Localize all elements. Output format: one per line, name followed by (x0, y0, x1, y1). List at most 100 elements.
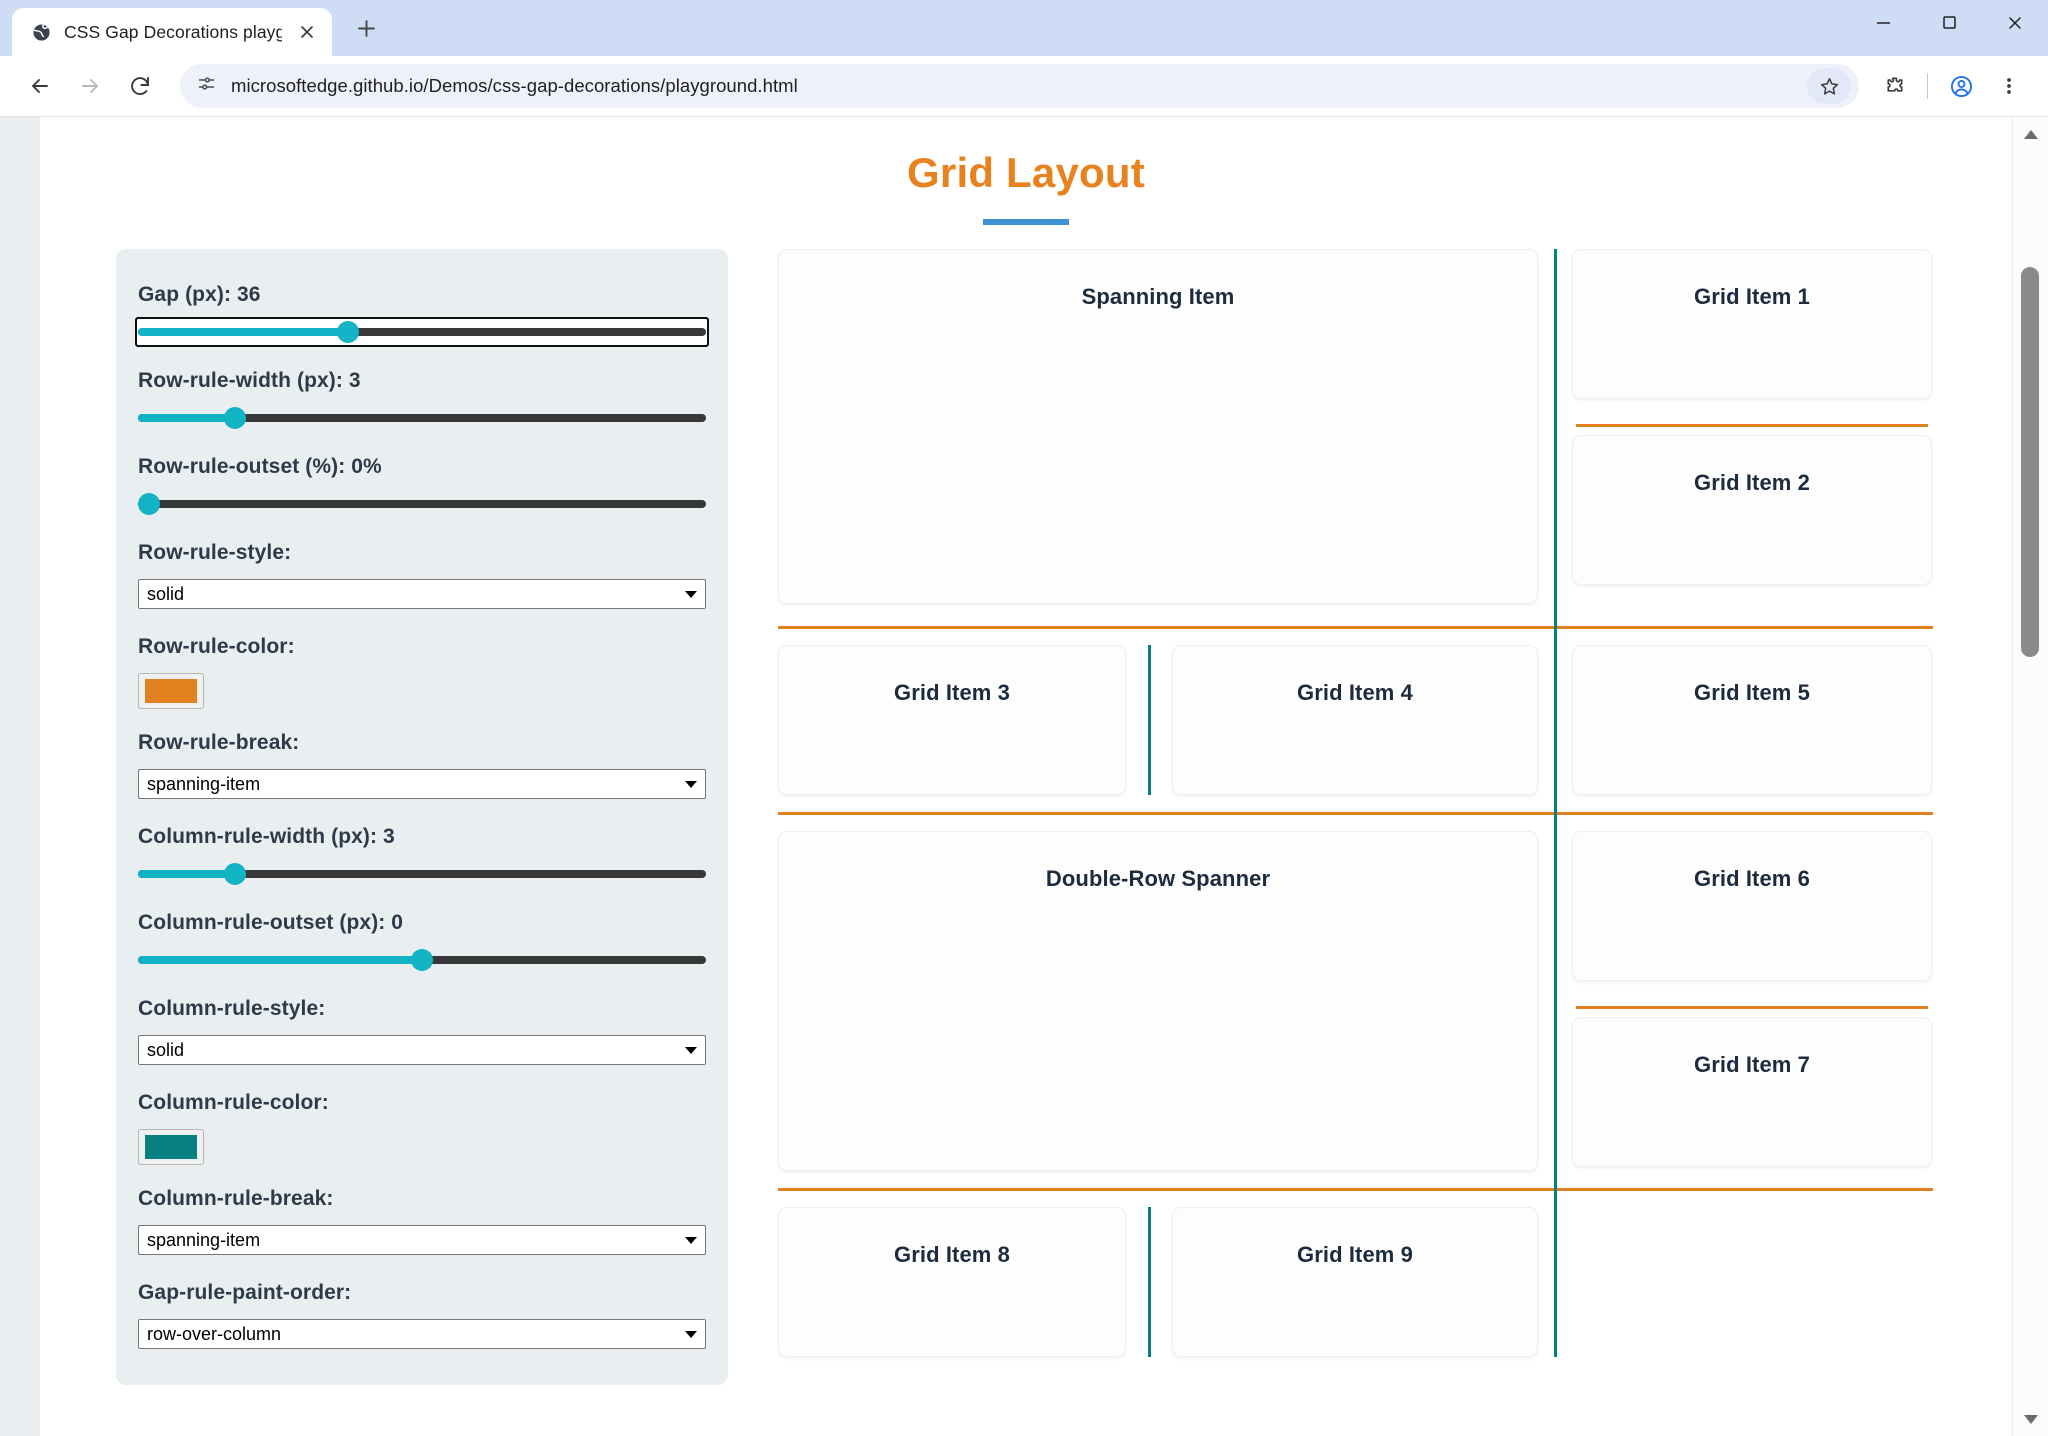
column-rule (1554, 609, 1557, 831)
grid-card-label: Grid Item 3 (893, 680, 1011, 705)
control-label: Gap (px): 36 (138, 283, 261, 306)
row-rule (1576, 424, 1928, 427)
row-rule-break-select[interactable]: spanning-item (138, 769, 706, 799)
page-left-margin (0, 117, 40, 1436)
new-tab-button[interactable] (346, 11, 386, 51)
control-label: Gap-rule-paint-order: (138, 1281, 352, 1304)
control-label: Row-rule-break: (138, 731, 300, 754)
grid-card-item9[interactable]: Grid Item 9 (1172, 1207, 1538, 1357)
column-gap-4 (1538, 831, 1572, 1171)
grid-card-label: Grid Item 1 (1693, 284, 1811, 309)
control-label: Column-rule-width (px): 3 (138, 825, 395, 848)
row-rule-color-picker[interactable] (138, 673, 204, 709)
forward-arrow-icon[interactable] (66, 62, 114, 110)
grid-card-item6[interactable]: Grid Item 6 (1572, 831, 1932, 981)
demo-row-1-right: Grid Item 1 Grid Item 2 (1572, 249, 1932, 609)
more-menu-icon[interactable] (1986, 63, 2032, 109)
browser-tab[interactable]: CSS Gap Decorations playground (12, 8, 332, 56)
grid-card-item4[interactable]: Grid Item 4 (1172, 645, 1538, 795)
select-value: spanning-item (147, 773, 261, 794)
slider-thumb[interactable] (411, 949, 433, 971)
grid-card-item8[interactable]: Grid Item 8 (778, 1207, 1126, 1357)
grid-card-label: Grid Item 8 (893, 1242, 1011, 1267)
column-rule (1554, 794, 1557, 832)
grid-card-spanning-item[interactable]: Spanning Item (778, 249, 1538, 604)
title-underline (983, 219, 1069, 225)
demo-row-3-left: Double-Row Spanner (778, 831, 1538, 1171)
control-row-rule-color: Row-rule-color: (138, 635, 706, 709)
control-column-rule-color: Column-rule-color: (138, 1091, 706, 1165)
close-icon[interactable] (294, 19, 320, 45)
chevron-down-icon (685, 1236, 697, 1244)
grid-card-item5[interactable]: Grid Item 5 (1572, 645, 1932, 795)
column-rule (1148, 645, 1151, 795)
control-column-rule-width: Column-rule-width (px): 3 (138, 825, 706, 885)
gap-slider[interactable] (135, 317, 709, 347)
slider-track (138, 414, 706, 422)
reload-icon[interactable] (116, 62, 164, 110)
scroll-down-icon[interactable] (2013, 1404, 2048, 1434)
control-label: Column-rule-color: (138, 1091, 329, 1114)
address-bar[interactable]: microsoftedge.github.io/Demos/css-gap-de… (180, 64, 1859, 108)
column-rule-style-select[interactable]: solid (138, 1035, 706, 1065)
row-rule-width-slider[interactable] (138, 407, 706, 429)
control-column-rule-style: Column-rule-style: solid (138, 997, 706, 1065)
slider-thumb[interactable] (337, 321, 360, 343)
chevron-down-icon (685, 780, 697, 788)
grid-card-double-row-spanner[interactable]: Double-Row Spanner (778, 831, 1538, 1171)
column-rule (1554, 249, 1557, 609)
grid-card-label: Grid Item 5 (1693, 680, 1811, 705)
page-title: Grid Layout (907, 149, 1145, 196)
grid-card-label: Grid Item 7 (1693, 1052, 1811, 1077)
slider-thumb[interactable] (223, 863, 246, 885)
column-rule-outset-slider[interactable] (138, 949, 706, 971)
slider-fill (138, 870, 235, 878)
back-arrow-icon[interactable] (16, 62, 64, 110)
grid-card-item7[interactable]: Grid Item 7 (1572, 1017, 1932, 1167)
slider-thumb[interactable] (138, 493, 161, 515)
control-row-rule-outset: Row-rule-outset (%): 0% (138, 455, 706, 515)
row-rule-outset-slider[interactable] (138, 493, 706, 515)
url-text: microsoftedge.github.io/Demos/css-gap-de… (231, 75, 798, 96)
page-viewport: Grid Layout Gap (px): 36 (0, 116, 2048, 1436)
grid-card-label: Spanning Item (1081, 284, 1235, 309)
minimize-icon[interactable] (1850, 0, 1916, 45)
page-scrollbar[interactable] (2012, 117, 2048, 1436)
chevron-down-icon (685, 1046, 697, 1054)
column-rule-break-select[interactable]: spanning-item (138, 1225, 706, 1255)
gap-rule-paint-order-select[interactable]: row-over-column (138, 1319, 706, 1349)
control-label: Row-rule-style: (138, 541, 292, 564)
controls-panel: Gap (px): 36 Row-rule-width (px): 3 (116, 249, 728, 1385)
column-rule-color-picker[interactable] (138, 1129, 204, 1165)
color-swatch (145, 679, 197, 703)
column-rule-width-slider[interactable] (138, 863, 706, 885)
row-rule (778, 1188, 1933, 1191)
site-settings-icon[interactable] (196, 73, 217, 99)
slider-track (138, 870, 706, 878)
grid-card-item2[interactable]: Grid Item 2 (1572, 435, 1932, 585)
profile-avatar-icon[interactable] (1938, 63, 1984, 109)
grid-card-label: Grid Item 9 (1296, 1242, 1414, 1267)
title-bar: CSS Gap Decorations playground (0, 0, 2048, 56)
toolbar-divider (1927, 73, 1928, 99)
demo-row-4: Grid Item 8 Grid Item 9 (778, 1207, 1932, 1357)
grid-card-item1[interactable]: Grid Item 1 (1572, 249, 1932, 399)
star-icon[interactable] (1807, 68, 1851, 104)
select-value: solid (147, 1039, 185, 1060)
control-gap: Gap (px): 36 (135, 283, 709, 347)
slider-fill (138, 414, 235, 422)
control-label: Row-rule-color: (138, 635, 295, 658)
row-rule-style-select[interactable]: solid (138, 579, 706, 609)
web-page-content: Grid Layout Gap (px): 36 (40, 117, 2012, 1436)
control-row-rule-style: Row-rule-style: solid (138, 541, 706, 609)
column-gap-6 (1538, 1207, 1572, 1357)
scroll-up-icon[interactable] (2013, 119, 2048, 149)
demo-row-3: Double-Row Spanner Grid Item 6 (778, 831, 1932, 1171)
maximize-icon[interactable] (1916, 0, 1982, 45)
extensions-icon[interactable] (1871, 63, 1917, 109)
slider-thumb[interactable] (223, 407, 246, 429)
scrollbar-thumb[interactable] (2021, 267, 2039, 657)
column-gap-5 (1126, 1207, 1172, 1357)
window-close-icon[interactable] (1982, 0, 2048, 45)
grid-card-item3[interactable]: Grid Item 3 (778, 645, 1126, 795)
